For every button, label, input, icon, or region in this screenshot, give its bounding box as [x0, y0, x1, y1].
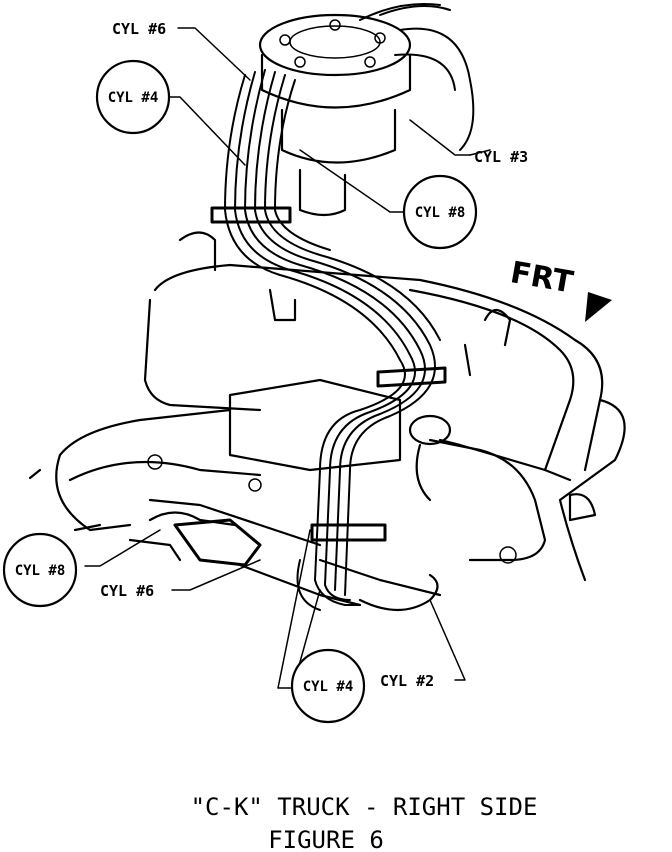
leader-lines — [84, 27, 491, 689]
distributor — [258, 13, 412, 217]
circle-cyl4-bottom: CYL #4 — [290, 648, 366, 724]
caption-figure: FIGURE 6 — [268, 826, 384, 852]
label-cyl4-top: CYL #4 — [108, 90, 159, 106]
circle-cyl8-top: CYL #8 — [402, 174, 478, 250]
label-cyl8-top: CYL #8 — [415, 205, 466, 221]
label-cyl6-bottom: CYL #6 — [100, 582, 154, 600]
label-cyl8-left: CYL #8 — [15, 563, 66, 579]
label-cyl4-bottom: CYL #4 — [303, 679, 354, 695]
front-arrow-icon — [585, 292, 612, 322]
label-cyl6-top: CYL #6 — [112, 20, 166, 38]
circle-cyl8-left: CYL #8 — [2, 532, 78, 608]
label-cyl3: CYL #3 — [474, 148, 528, 166]
circle-cyl4-top: CYL #4 — [95, 59, 171, 135]
front-label: FRT — [508, 255, 576, 300]
spark-plug-wires — [210, 3, 475, 611]
caption-title: "C-K" TRUCK - RIGHT SIDE — [191, 793, 538, 821]
label-cyl2: CYL #2 — [380, 672, 434, 690]
engine-block — [28, 231, 626, 611]
